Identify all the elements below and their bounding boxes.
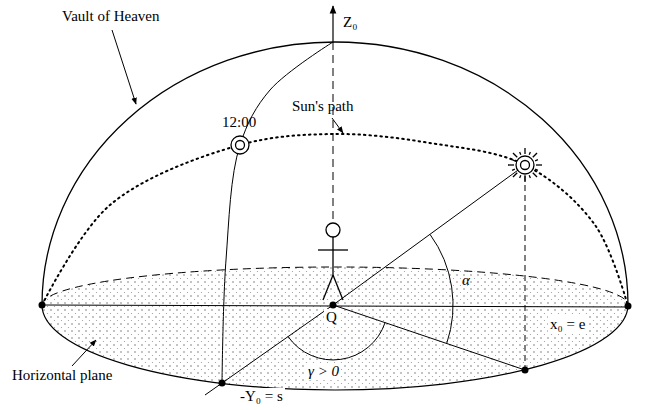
axis-label: Z₀ <box>343 14 357 31</box>
alpha-arc <box>430 235 453 344</box>
vault-dome <box>42 42 628 305</box>
noon-sun <box>231 136 249 154</box>
plane-front-edge <box>42 305 628 390</box>
plane-back-edge <box>42 267 628 305</box>
meridian-arc <box>222 42 333 383</box>
axis-label: x₀ = e <box>548 316 587 333</box>
south-line <box>205 305 333 395</box>
leader-sun-path <box>332 118 343 133</box>
sun <box>516 156 534 174</box>
horizontal-plane <box>42 267 628 390</box>
point-label: Q <box>324 309 339 326</box>
observer-figure <box>318 223 348 300</box>
leader-vault <box>112 30 136 104</box>
sun-drop-line <box>525 165 526 370</box>
time-label: 12:00 <box>222 114 256 131</box>
angle-label: γ > 0 <box>306 363 341 380</box>
axis-label: -Y₀ = s <box>238 388 285 405</box>
z-axis-dashed <box>333 42 334 222</box>
z-axis <box>332 6 333 42</box>
leader-plane <box>72 340 96 366</box>
points <box>39 302 632 387</box>
plane-label: Horizontal plane <box>12 367 112 384</box>
sun-ray-line <box>333 165 525 305</box>
sun-path <box>42 134 628 306</box>
curve-label: Sun's path <box>292 98 353 115</box>
gamma-arc <box>288 323 385 360</box>
noon-sun-core <box>236 141 245 150</box>
dome-label: Vault of Heaven <box>62 8 159 25</box>
angle-label: α <box>462 272 470 289</box>
sun-projection-line <box>333 305 525 370</box>
sun-rays <box>508 148 542 182</box>
sun-core <box>521 161 530 170</box>
